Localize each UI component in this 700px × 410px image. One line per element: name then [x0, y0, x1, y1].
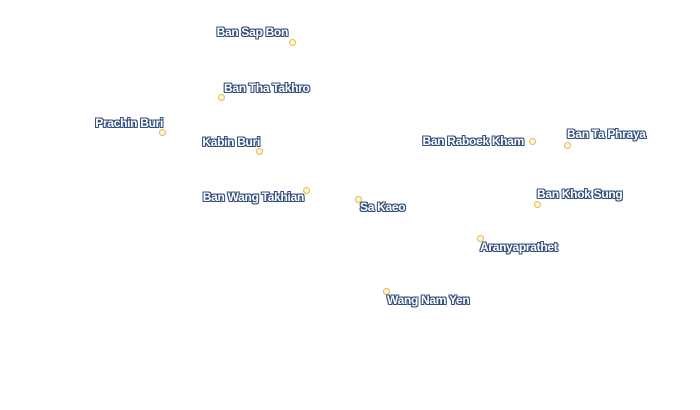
- place-label: Ban Raboek Kham: [422, 134, 524, 148]
- place-label: Ban Ta Phraya: [567, 127, 646, 141]
- place-marker[interactable]: [302, 186, 310, 194]
- place-label: Ban Khok Sung: [537, 187, 623, 201]
- place-label: Wang Nam Yen: [387, 293, 470, 307]
- place-marker[interactable]: [354, 195, 362, 203]
- place-marker[interactable]: [528, 137, 536, 145]
- place-label: Ban Sap Bon: [216, 25, 289, 39]
- place-marker[interactable]: [255, 147, 263, 155]
- place-label: Ban Wang Takhian: [202, 190, 305, 204]
- place-label: Aranyaprathet: [480, 240, 558, 254]
- place-label: Sa Kaeo: [360, 200, 406, 214]
- place-marker[interactable]: [533, 200, 541, 208]
- place-marker[interactable]: [288, 38, 296, 46]
- place-marker[interactable]: [382, 287, 390, 295]
- place-label: Kabin Buri: [202, 135, 260, 149]
- place-marker[interactable]: [476, 234, 484, 242]
- place-marker[interactable]: [563, 141, 571, 149]
- place-marker[interactable]: [158, 128, 166, 136]
- place-label: Ban Tha Takhro: [224, 81, 310, 95]
- place-label: Prachin Buri: [95, 116, 163, 130]
- place-marker[interactable]: [217, 93, 225, 101]
